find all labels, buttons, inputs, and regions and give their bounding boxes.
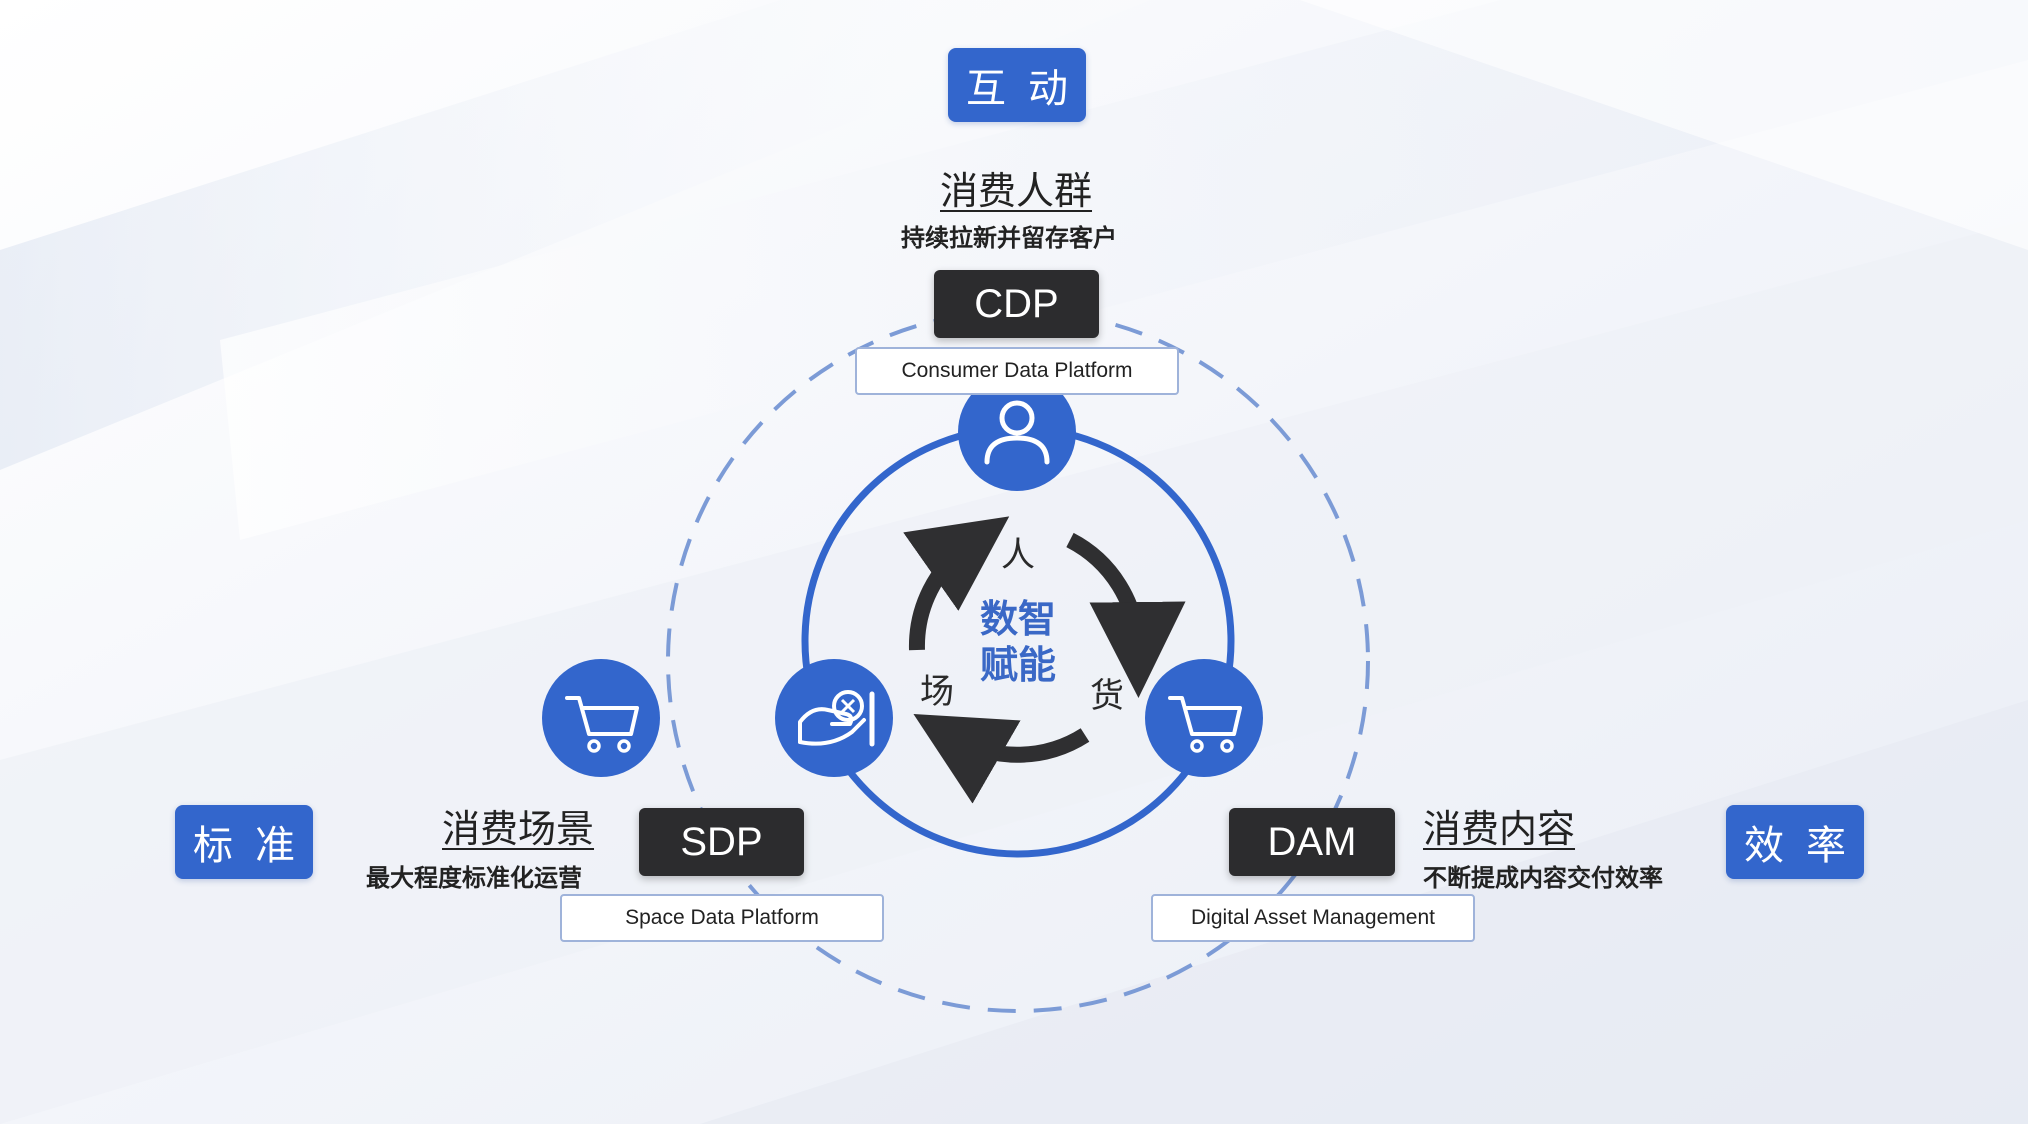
label-person: 人 (1001, 535, 1035, 575)
outer-dashed-ring (666, 309, 1370, 1013)
hand-money-icon (775, 659, 893, 777)
cart-icon (1145, 659, 1263, 777)
cycle-arrow-person-to-goods (1066, 532, 1186, 698)
desc-consumer-crowd: 持续拉新并留存客户 (901, 224, 1117, 252)
fullname-dam: Digital Asset Management (1151, 894, 1475, 942)
cycle-arrow-goods-to-place (913, 714, 1090, 804)
code-dam: DAM (1229, 808, 1395, 876)
cycle-arrow-place-to-person (903, 516, 1010, 651)
label-goods: 货 (1090, 676, 1124, 716)
fullname-sdp: Space Data Platform (560, 894, 884, 942)
desc-consumer-content: 不断提成内容交付效率 (1423, 864, 1663, 892)
title-consumer-crowd: 消费人群 (940, 169, 1093, 213)
badge-interaction: 互动 (948, 48, 1086, 122)
title-consumer-content: 消费内容 (1423, 807, 1576, 851)
fullname-cdp: Consumer Data Platform (855, 347, 1179, 395)
person-icon (958, 373, 1076, 491)
title-consumer-scene: 消费场景 (442, 807, 595, 851)
center-label: 数智 赋能 (958, 596, 1078, 688)
center-label-line1: 数智 (979, 597, 1056, 641)
cart-icon (542, 659, 660, 777)
badge-efficiency: 效率 (1726, 805, 1864, 879)
center-label-line2: 赋能 (979, 643, 1056, 687)
desc-consumer-scene: 最大程度标准化运营 (366, 864, 582, 892)
badge-standard: 标准 (175, 805, 313, 879)
code-cdp: CDP (934, 270, 1099, 338)
label-place: 场 (920, 672, 954, 712)
code-sdp: SDP (639, 808, 804, 876)
